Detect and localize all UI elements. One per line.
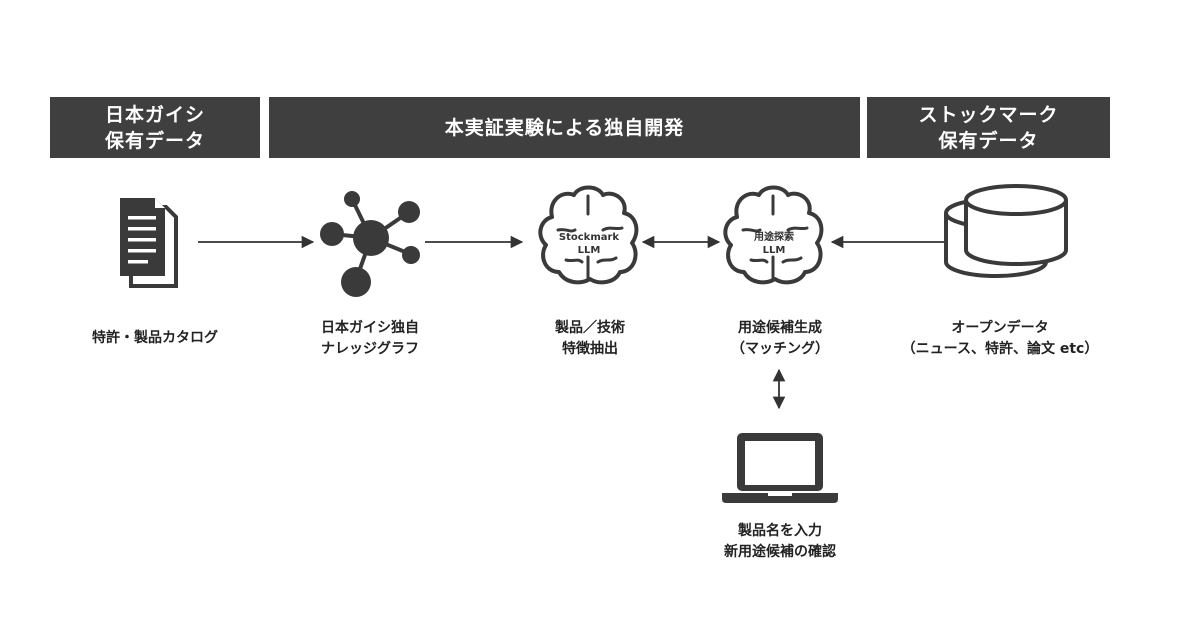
label-knowledge-graph: 日本ガイシ独自 ナレッジグラフ xyxy=(280,318,460,360)
label-llm-line2: 特徴抽出 xyxy=(562,341,618,357)
brain-llm-inner-1: Stockmark xyxy=(559,232,620,243)
label-feature-extraction: 製品／技術 特徴抽出 xyxy=(500,318,680,360)
label-patents-line1: 特許・製品カタログ xyxy=(92,330,218,346)
header-own-development: 本実証実験による独自開発 xyxy=(269,97,860,158)
document-icon xyxy=(120,198,178,288)
label-matching: 用途候補生成 （マッチング） xyxy=(690,318,870,360)
label-laptop-line2: 新用途候補の確認 xyxy=(724,544,836,560)
label-patents: 特許・製品カタログ xyxy=(50,328,260,349)
network-graph-icon xyxy=(320,191,420,297)
laptop-icon xyxy=(722,433,838,503)
label-matching-line2: （マッチング） xyxy=(731,341,829,357)
brain-llm-inner-2: LLM xyxy=(578,245,601,256)
header-dev-text: 本実証実験による独自開発 xyxy=(444,116,685,139)
label-opendata-line1: オープンデータ xyxy=(951,320,1049,336)
database-icon xyxy=(944,184,1068,278)
header-stockmark-line1: ストックマーク xyxy=(918,103,1059,126)
header-ngk-line2: 保有データ xyxy=(104,129,205,152)
label-laptop: 製品名を入力 新用途候補の確認 xyxy=(680,521,880,563)
label-open-data: オープンデータ （ニュース、特許、論文 etc） xyxy=(880,318,1120,360)
label-opendata-line2: （ニュース、特許、論文 etc） xyxy=(901,341,1099,357)
header-ngk-data: 日本ガイシ 保有データ xyxy=(50,97,260,158)
label-llm-line1: 製品／技術 xyxy=(555,320,625,336)
label-matching-line1: 用途候補生成 xyxy=(738,320,822,336)
brain-matching-inner-1: 用途探索 xyxy=(753,230,794,243)
header-ngk-line1: 日本ガイシ xyxy=(104,103,205,126)
header-stockmark-data: ストックマーク 保有データ xyxy=(867,97,1110,158)
brain-matching-inner-2: LLM xyxy=(763,245,786,256)
label-graph-line1: 日本ガイシ独自 xyxy=(321,320,419,336)
label-graph-line2: ナレッジグラフ xyxy=(321,341,419,357)
brain-icon-matching: 用途探索 LLM xyxy=(723,185,824,285)
label-laptop-line1: 製品名を入力 xyxy=(738,523,822,539)
brain-icon-llm: Stockmark LLM xyxy=(538,185,639,285)
header-stockmark-line2: 保有データ xyxy=(938,129,1039,152)
